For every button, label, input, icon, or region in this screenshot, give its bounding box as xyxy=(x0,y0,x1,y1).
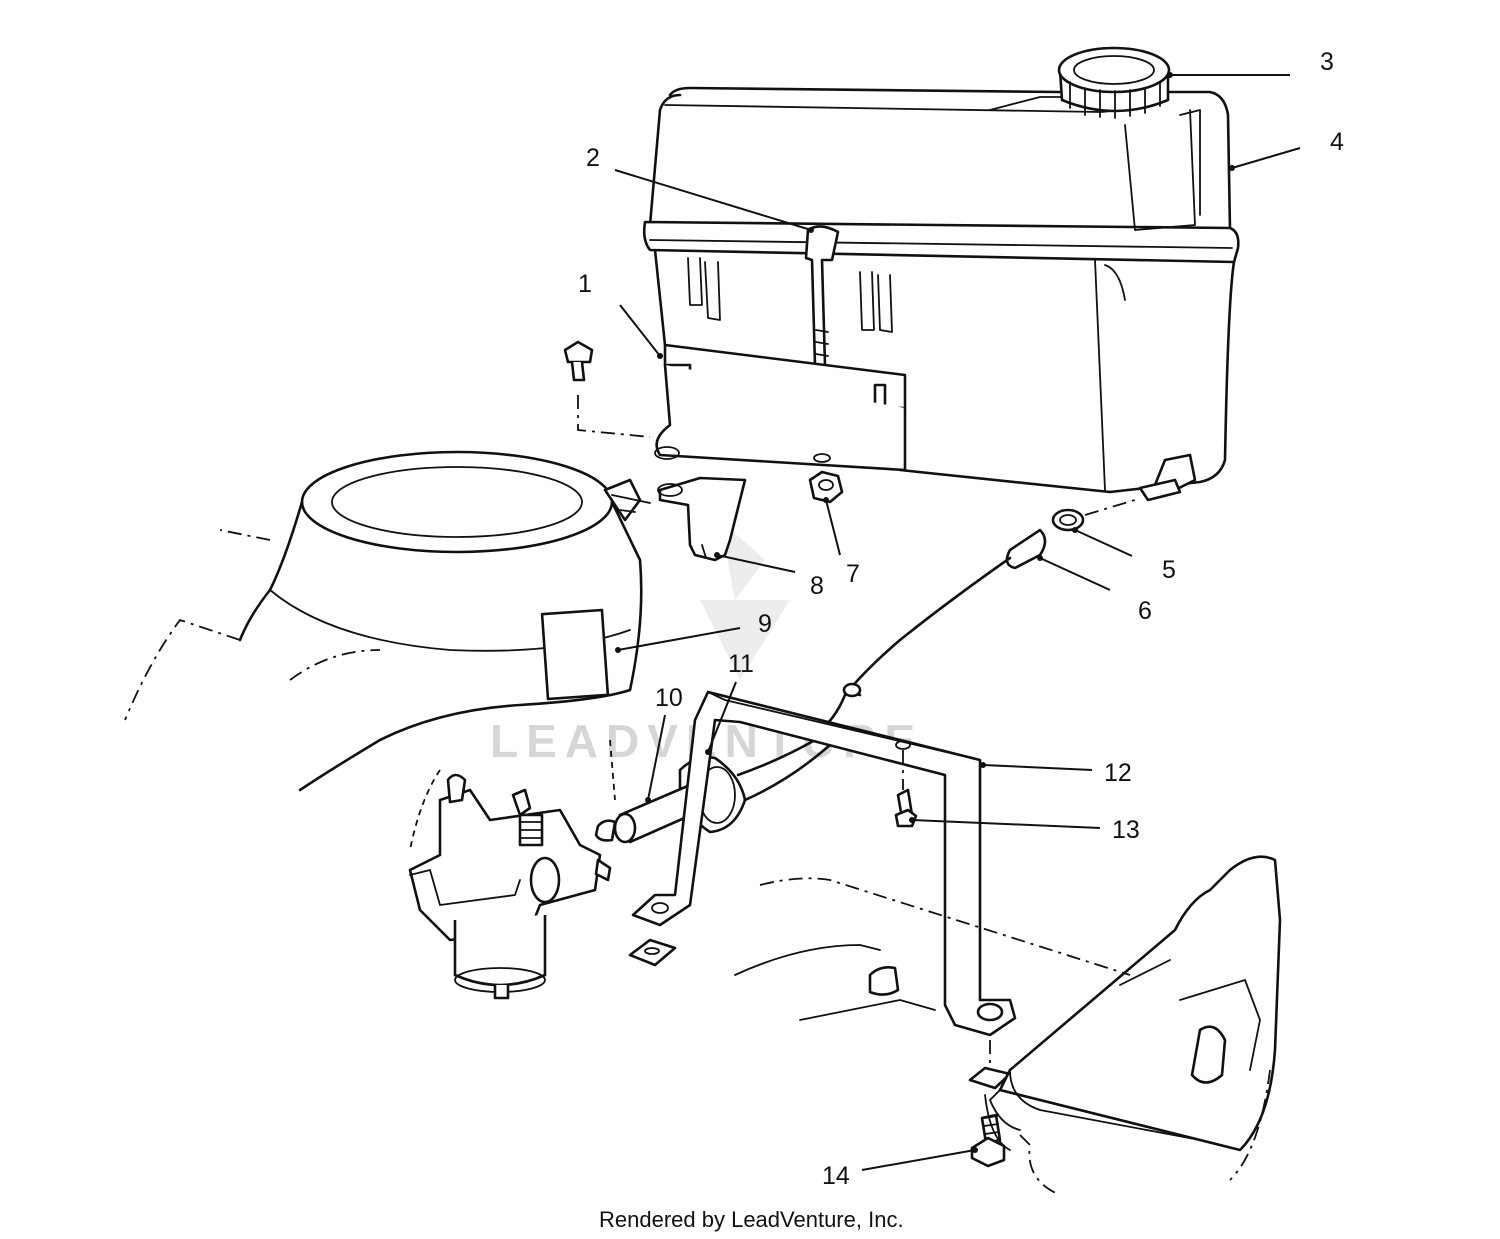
decal-9 xyxy=(540,608,610,701)
watermark-logo xyxy=(700,520,790,680)
callout-14: 14 xyxy=(822,1162,850,1190)
hose-clamp-5 xyxy=(1051,499,1136,532)
carburetor xyxy=(408,773,612,1000)
tank-bracket-1 xyxy=(654,343,907,472)
credit-text: Rendered by LeadVenture, Inc. xyxy=(599,1207,904,1232)
support-bracket-12 xyxy=(631,690,1017,1085)
callout-11: 11 xyxy=(728,650,754,678)
callout-4: 4 xyxy=(1330,128,1344,156)
nut-7 xyxy=(808,470,844,504)
callout-1: 1 xyxy=(578,270,592,298)
weld-nut-left xyxy=(628,938,677,967)
engine-shroud xyxy=(124,450,643,851)
callout-5: 5 xyxy=(1162,556,1176,584)
filler-cap-3 xyxy=(1057,46,1171,119)
callout-10: 10 xyxy=(655,684,683,712)
fuel-tank xyxy=(642,46,1240,502)
callout-9: 9 xyxy=(758,610,772,638)
callout-7: 7 xyxy=(846,560,860,588)
callout-2: 2 xyxy=(586,144,600,172)
callout-12: 12 xyxy=(1104,759,1132,787)
leader-lines xyxy=(614,72,1301,1171)
screw-upper xyxy=(563,340,651,438)
callout-6: 6 xyxy=(1138,597,1152,625)
callout-3: 3 xyxy=(1320,48,1334,76)
mount-bracket-8 xyxy=(611,476,747,562)
chassis-frame xyxy=(734,855,1282,1196)
callout-8: 8 xyxy=(810,572,824,600)
callout-13: 13 xyxy=(1112,816,1140,844)
callout-labels: 1 2 3 4 5 6 7 8 9 10 11 12 13 14 xyxy=(578,48,1344,1190)
